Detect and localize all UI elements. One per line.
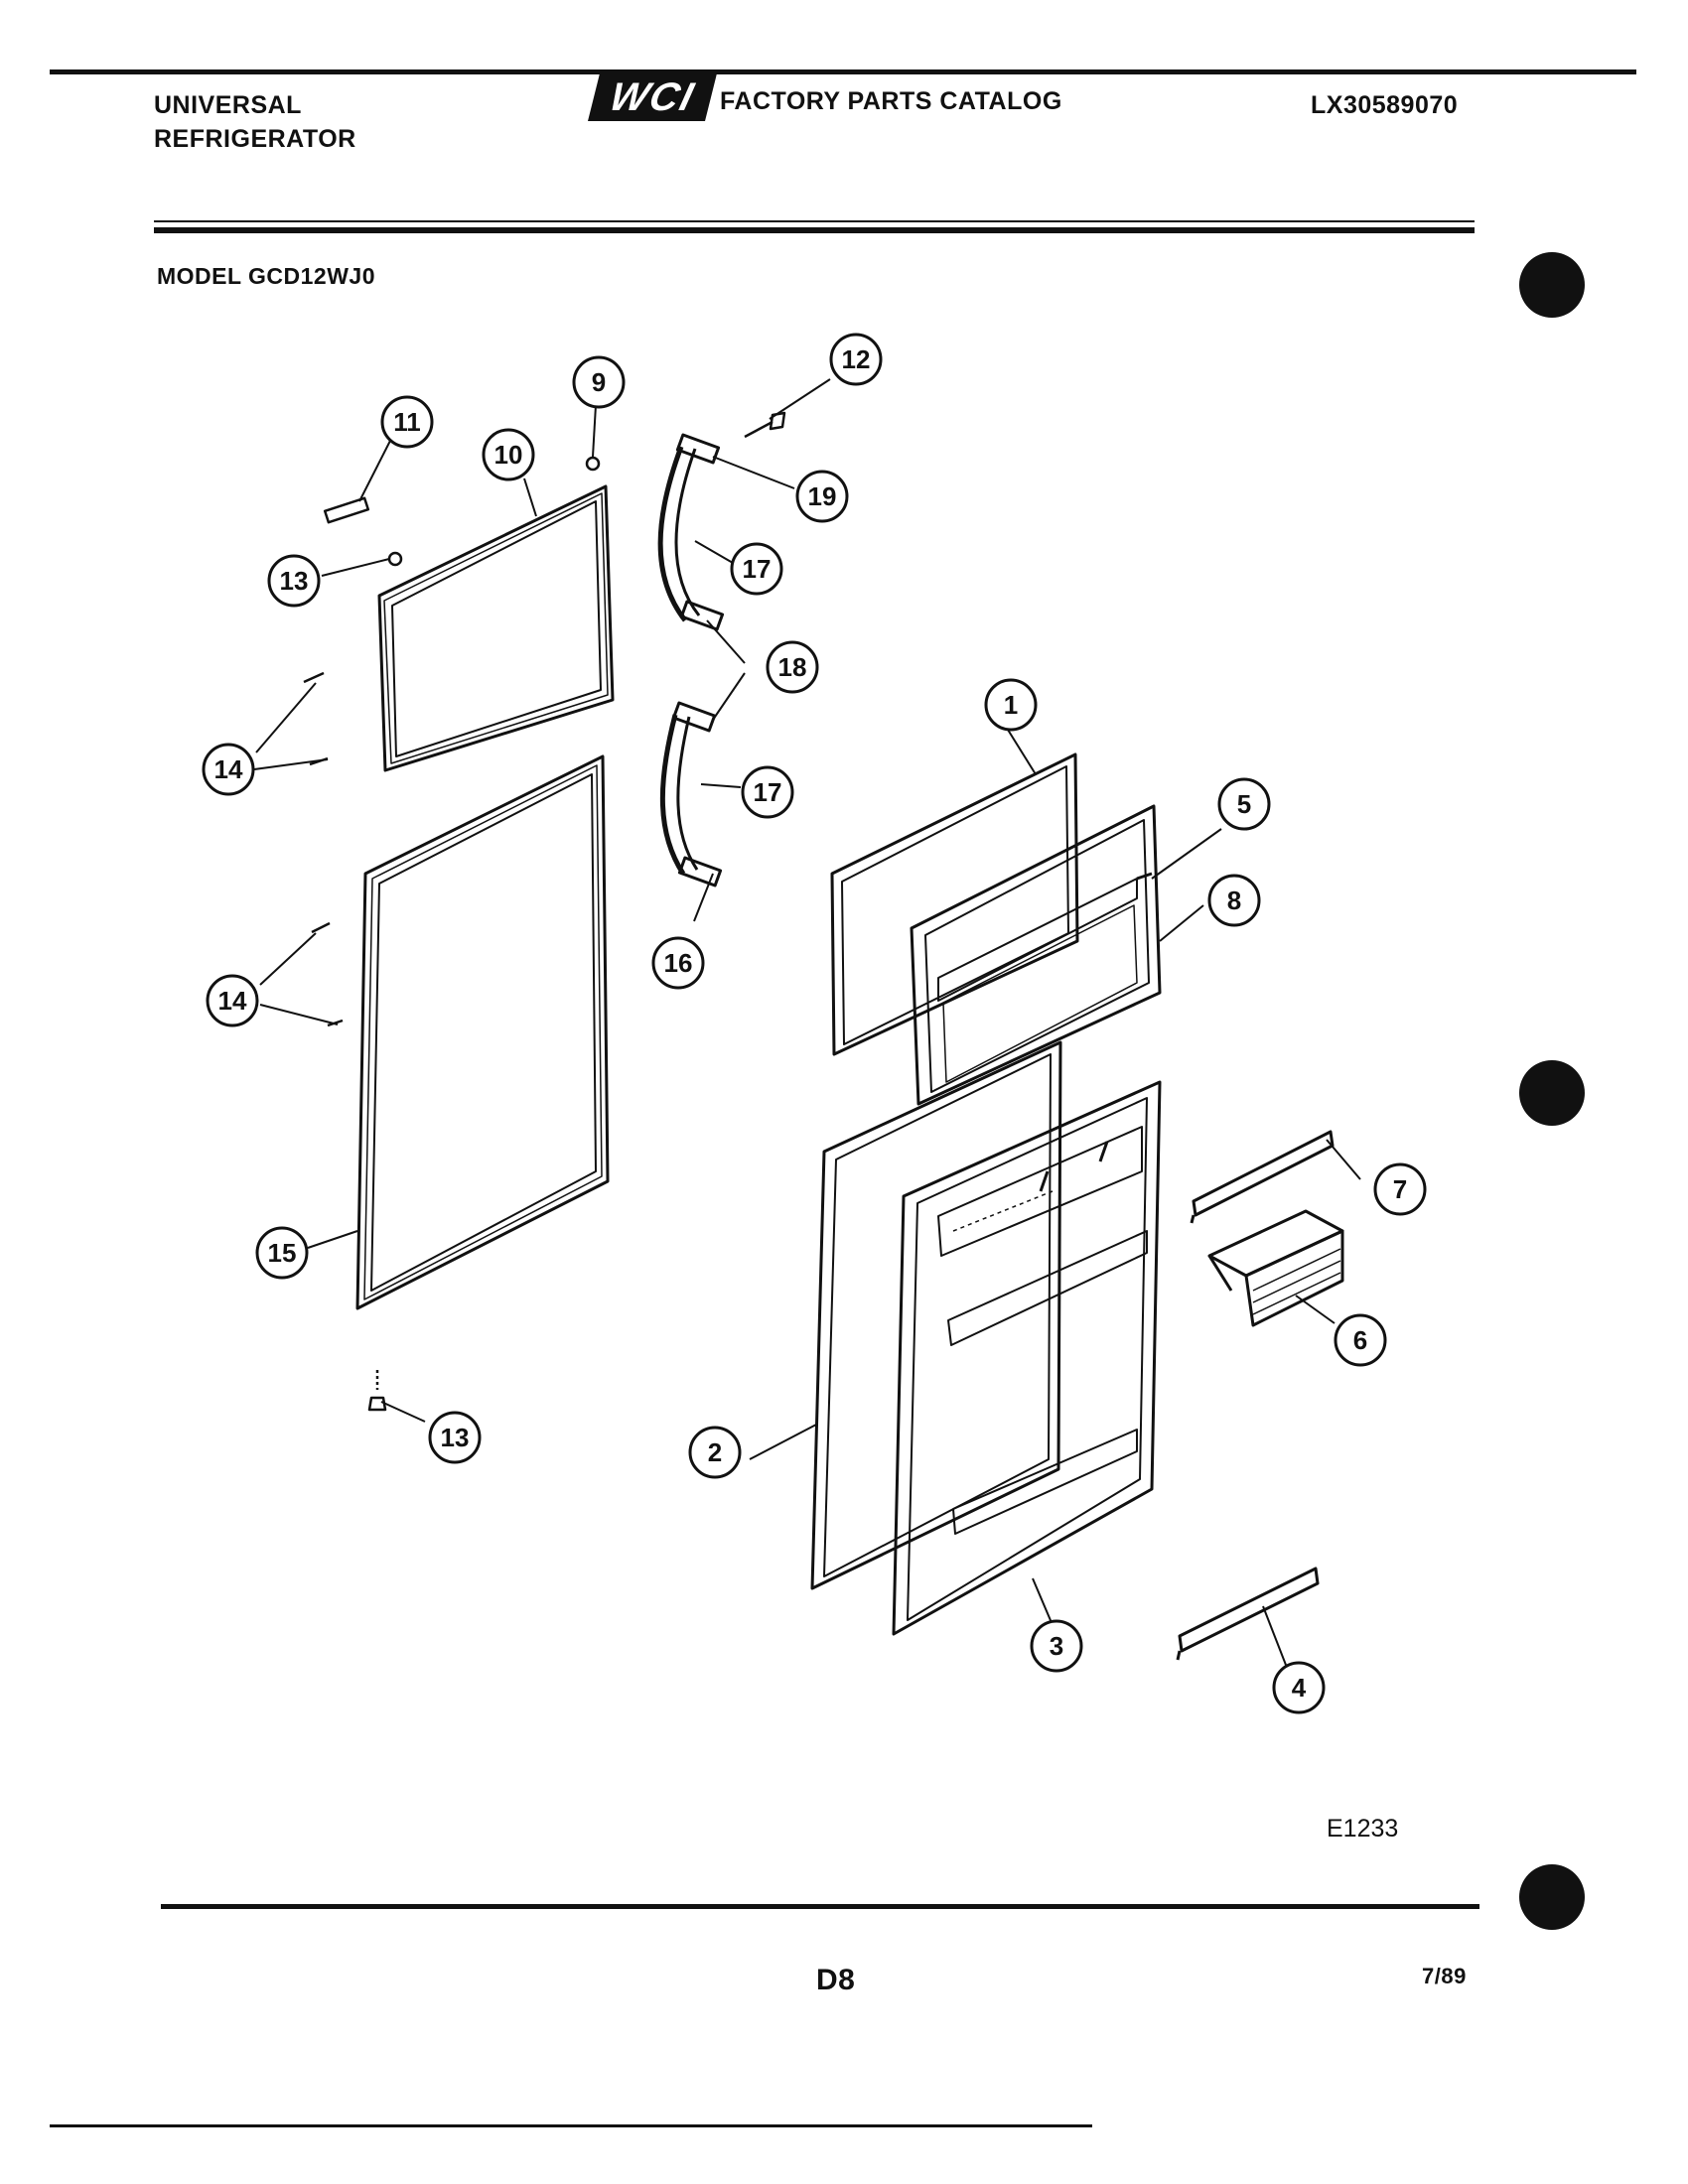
binder-hole-bottom bbox=[1519, 1864, 1585, 1930]
part-4-bottom-trim bbox=[1176, 1567, 1320, 1661]
callout-11: 11 bbox=[393, 407, 421, 437]
callout-6: 6 bbox=[1352, 1325, 1368, 1355]
callout-12: 12 bbox=[841, 344, 871, 374]
catalog-title: FACTORY PARTS CATALOG bbox=[720, 87, 1062, 115]
binder-hole-middle bbox=[1519, 1060, 1585, 1126]
callout-1: 1 bbox=[1003, 690, 1019, 720]
part-12-screw bbox=[744, 411, 786, 439]
part-10-freezer-gasket bbox=[377, 484, 615, 772]
callout-9: 9 bbox=[591, 367, 607, 397]
header-rule-thin bbox=[154, 220, 1475, 222]
header-rule-thick bbox=[154, 227, 1475, 233]
part-15-fresh-food-gasket bbox=[355, 754, 610, 1310]
top-rule bbox=[50, 69, 1636, 74]
part-2-fresh-food-panel bbox=[810, 1040, 1062, 1590]
callout-17-lower: 17 bbox=[753, 777, 782, 807]
callout-2: 2 bbox=[707, 1437, 723, 1467]
part-11-cover bbox=[323, 496, 370, 524]
callout-14-upper: 14 bbox=[213, 754, 243, 784]
part-1-freezer-panel bbox=[830, 752, 1079, 1056]
leader-lines bbox=[253, 378, 1361, 1679]
part-17-lower-handle bbox=[659, 701, 723, 887]
callout-4: 4 bbox=[1291, 1673, 1307, 1703]
callout-14-lower: 14 bbox=[217, 986, 247, 1016]
brand-line-2: REFRIGERATOR bbox=[154, 125, 356, 153]
callout-10: 10 bbox=[493, 440, 523, 470]
callout-15: 15 bbox=[267, 1238, 297, 1268]
callout-5: 5 bbox=[1236, 789, 1252, 819]
callout-18: 18 bbox=[777, 652, 807, 682]
footer-rule bbox=[161, 1904, 1479, 1909]
part-14-screws-upper bbox=[303, 671, 329, 766]
revision-date: 7/89 bbox=[1422, 1964, 1467, 1988]
part-5-freezer-liner bbox=[910, 804, 1162, 1106]
part-7-trim-strip bbox=[1190, 1130, 1335, 1224]
binder-hole-top bbox=[1519, 252, 1585, 318]
brand-line-1: UNIVERSAL bbox=[154, 91, 302, 119]
part-13-plug-upper bbox=[387, 551, 403, 567]
callout-19: 19 bbox=[807, 481, 837, 511]
callout-8: 8 bbox=[1226, 886, 1242, 915]
catalog-number: LX30589070 bbox=[1311, 91, 1459, 119]
model-label: MODEL GCD12WJ0 bbox=[157, 263, 376, 289]
callout-3: 3 bbox=[1049, 1631, 1064, 1661]
callout-17-upper: 17 bbox=[742, 554, 772, 584]
page-number: D8 bbox=[816, 1964, 856, 1996]
bottom-rule bbox=[50, 2124, 1092, 2127]
figure-code: E1233 bbox=[1327, 1815, 1399, 1843]
part-13-hinge-pin bbox=[367, 1370, 387, 1412]
part-6-shelf-bin bbox=[1207, 1209, 1344, 1327]
part-14-screws-lower bbox=[311, 921, 344, 1027]
callout-16: 16 bbox=[663, 948, 693, 978]
callout-13-lower: 13 bbox=[440, 1423, 470, 1452]
part-17-upper-handle bbox=[657, 433, 725, 631]
callout-13-upper: 13 bbox=[279, 566, 309, 596]
part-9-plug bbox=[585, 456, 601, 472]
part-3-fresh-food-liner bbox=[892, 1080, 1162, 1636]
callout-7: 7 bbox=[1392, 1174, 1408, 1204]
